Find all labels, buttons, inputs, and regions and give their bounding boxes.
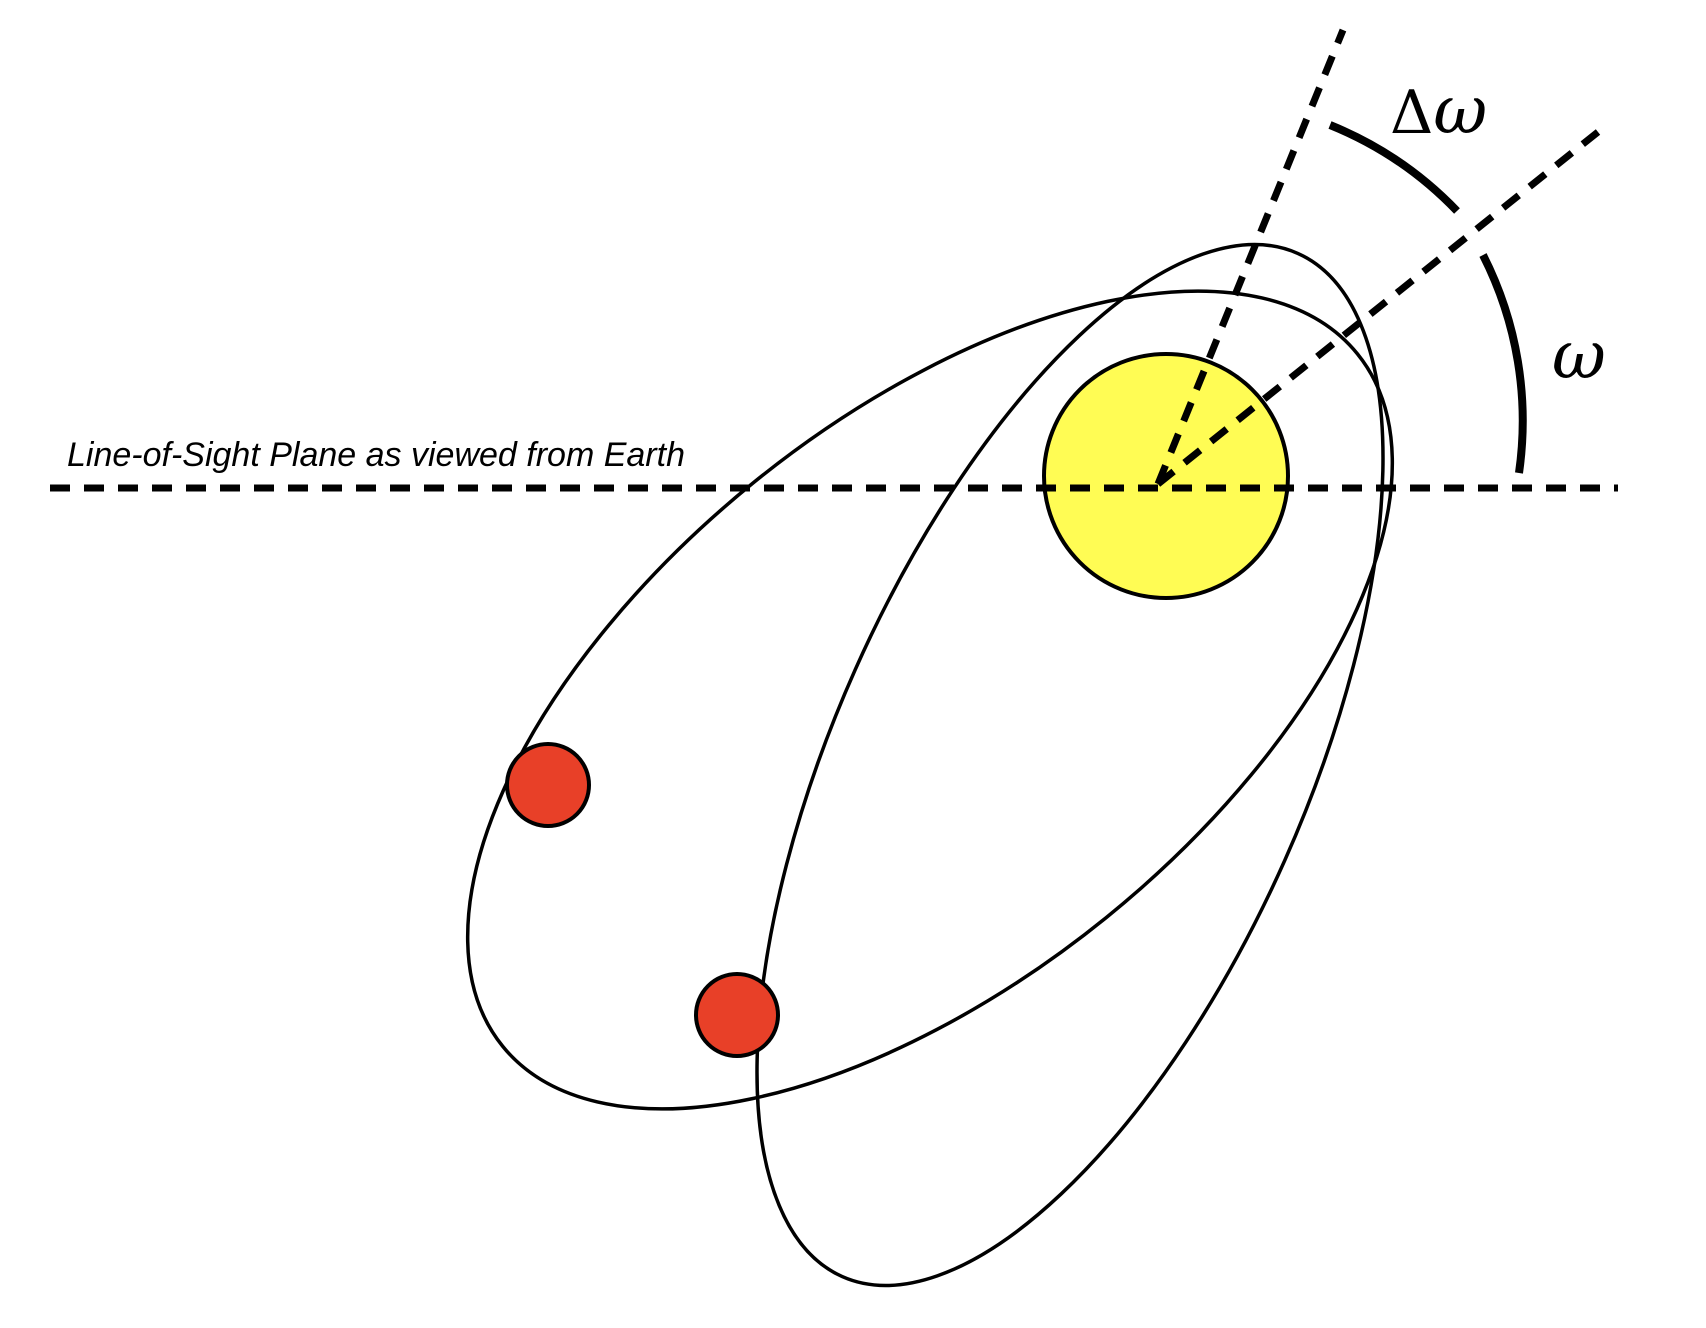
delta-omega-glyph: ω bbox=[1433, 72, 1487, 149]
line-of-sight-label: Line-of-Sight Plane as viewed from Earth bbox=[67, 436, 685, 474]
delta-omega-arc bbox=[1328, 121, 1460, 214]
omega-label: ω bbox=[1552, 317, 1606, 394]
delta-omega-label: Δω bbox=[1390, 72, 1487, 149]
orbit-ellipse-2 bbox=[755, 242, 1385, 1288]
apsidal-line-original bbox=[1155, 129, 1601, 487]
planet-1 bbox=[505, 742, 591, 828]
orbit-ellipse-1 bbox=[465, 289, 1395, 1111]
planet-2 bbox=[694, 972, 780, 1058]
delta-glyph: Δ bbox=[1390, 78, 1433, 148]
omega-arc bbox=[1479, 253, 1527, 474]
apsidal-line-precessed bbox=[1154, 28, 1347, 486]
